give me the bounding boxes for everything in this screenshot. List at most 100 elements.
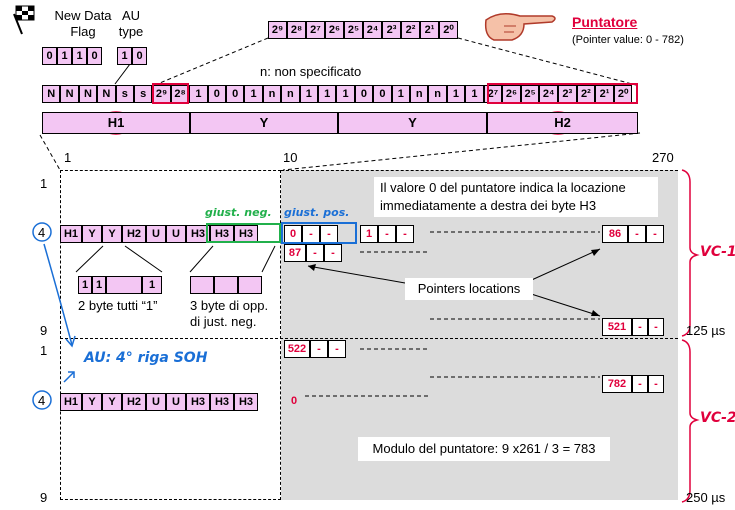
overhead-byte: Y	[102, 393, 122, 411]
frame-split-dashed-line	[60, 338, 678, 339]
payload-dash: -	[378, 225, 396, 243]
column-270-label: 270	[652, 150, 674, 165]
h-row-bit: 0	[207, 85, 226, 103]
h-row-bit: 1	[318, 85, 337, 103]
h-row-bit: N	[42, 85, 61, 103]
overhead-column-frame	[60, 170, 281, 500]
pointer-bit: 2⁹	[268, 21, 287, 39]
overhead-byte: H3	[210, 393, 234, 411]
overhead-byte: Y	[82, 225, 102, 243]
pointers-locations-box: Pointers locations	[405, 278, 533, 300]
h-row-bit: n	[281, 85, 300, 103]
ones-byte-1: 1	[78, 276, 92, 294]
h-row-bit: N	[60, 85, 79, 103]
giust-neg-annotation: giust. neg.	[205, 206, 272, 219]
time-125-label: 125 µs	[686, 323, 726, 338]
row-4-top-label: 4	[38, 225, 46, 240]
overhead-byte: U	[166, 393, 186, 411]
pointer-title: Puntatore	[572, 14, 638, 30]
payload-pos-0-frame-2: 0	[290, 395, 298, 407]
payload-pos-521: 521	[602, 318, 632, 336]
row-9-top-label: 9	[40, 323, 48, 338]
byte-label-h2: H2	[487, 112, 638, 134]
payload-pos-782: 782	[602, 375, 632, 393]
row-4-bottom-label: 4	[38, 393, 46, 408]
byte-label-h1: H1	[42, 112, 190, 134]
pointer-zero-note: Il valore 0 del puntatore indica la loca…	[374, 177, 658, 217]
payload-dash: -	[396, 225, 414, 243]
h-row-bit: 1	[336, 85, 355, 103]
payload-dash: -	[328, 340, 346, 358]
h-row-bit: 1	[446, 85, 466, 103]
pointer-value-range: (Pointer value: 0 - 782)	[572, 34, 684, 46]
payload-dash: -	[632, 375, 648, 393]
modulo-note: Modulo del puntatore: 9 x261 / 3 = 783	[358, 437, 610, 461]
overhead-byte: U	[146, 225, 166, 243]
row-1-top-label: 1	[40, 176, 48, 191]
overhead-byte: H3	[234, 393, 258, 411]
payload-dash: -	[628, 225, 646, 243]
pointer-bit: 2⁴	[363, 21, 382, 39]
h-row-bit: s	[134, 85, 153, 103]
overhead-byte: H2	[122, 393, 146, 411]
overhead-byte: H1	[60, 393, 82, 411]
payload-dash: -	[632, 318, 648, 336]
h-row-bit: 1	[299, 85, 318, 103]
overhead-byte: U	[146, 393, 166, 411]
overhead-byte: Y	[102, 225, 122, 243]
au-bit-0: 1	[117, 47, 132, 65]
column-1-label: 1	[64, 150, 72, 165]
pointer-bit: 2⁰	[439, 21, 458, 39]
flag-bit-1: 1	[57, 47, 72, 65]
h-row-bit: n	[262, 85, 282, 103]
checkered-flag-icon	[13, 5, 35, 35]
flag-bit-3: 0	[87, 47, 102, 65]
payload-dash: -	[324, 244, 342, 262]
overhead-byte: H3	[186, 393, 210, 411]
justification-byte-3	[238, 276, 262, 294]
overhead-byte: Y	[82, 393, 102, 411]
giust-pos-annotation: giust. pos.	[284, 206, 350, 219]
h-row-bit: n	[410, 85, 429, 103]
ones-byte-2: 1	[92, 276, 106, 294]
time-250-label: 250 µs	[686, 490, 726, 505]
payload-pos-86: 86	[602, 225, 628, 243]
pointer-bit: 2⁶	[325, 21, 344, 39]
h-row-bit: 1	[244, 85, 263, 103]
overhead-byte: H3	[186, 225, 210, 243]
pointer-bit: 2⁷	[306, 21, 325, 39]
payload-dash: -	[646, 225, 664, 243]
column-10-label: 10	[283, 150, 298, 165]
ones-byte-3: 1	[142, 276, 162, 294]
pointing-hand-icon	[484, 13, 556, 41]
h-row-bit: 1	[189, 85, 208, 103]
pointer-bit: 2³	[382, 21, 401, 39]
overhead-byte: H2	[122, 225, 146, 243]
overhead-byte: H1	[60, 225, 82, 243]
overhead-byte: H3	[234, 225, 258, 243]
h-row-bit: 0	[373, 85, 392, 103]
h-row-bit: s	[115, 85, 134, 103]
overhead-byte: U	[166, 225, 186, 243]
pointer-bits-left-highlight	[152, 83, 189, 104]
vc2-annotation: VC-2	[700, 410, 735, 426]
h-row-bit: 1	[465, 85, 484, 103]
three-bytes-label: 3 byte di opp.di just. neg.	[190, 298, 269, 329]
justification-byte-1	[190, 276, 214, 294]
two-bytes-label: 2 byte tutti “1”	[78, 298, 158, 313]
payload-dash: -	[648, 375, 664, 393]
h3-justification-highlight	[206, 223, 281, 243]
pointer-bits-right-highlight	[487, 83, 638, 104]
h-row-bit: N	[97, 85, 116, 103]
h-row-bit: 0	[354, 85, 374, 103]
ones-byte-blank	[106, 276, 142, 294]
h-row-bit: n	[428, 85, 447, 103]
payload-dash: -	[306, 244, 324, 262]
justification-byte-2	[214, 276, 238, 294]
h-row-bit: 2²	[576, 85, 596, 103]
non-specified-note: n: non specificato	[260, 64, 362, 79]
payload-top-dashed-line	[281, 170, 678, 171]
vc1-annotation: VC-1	[700, 244, 735, 260]
